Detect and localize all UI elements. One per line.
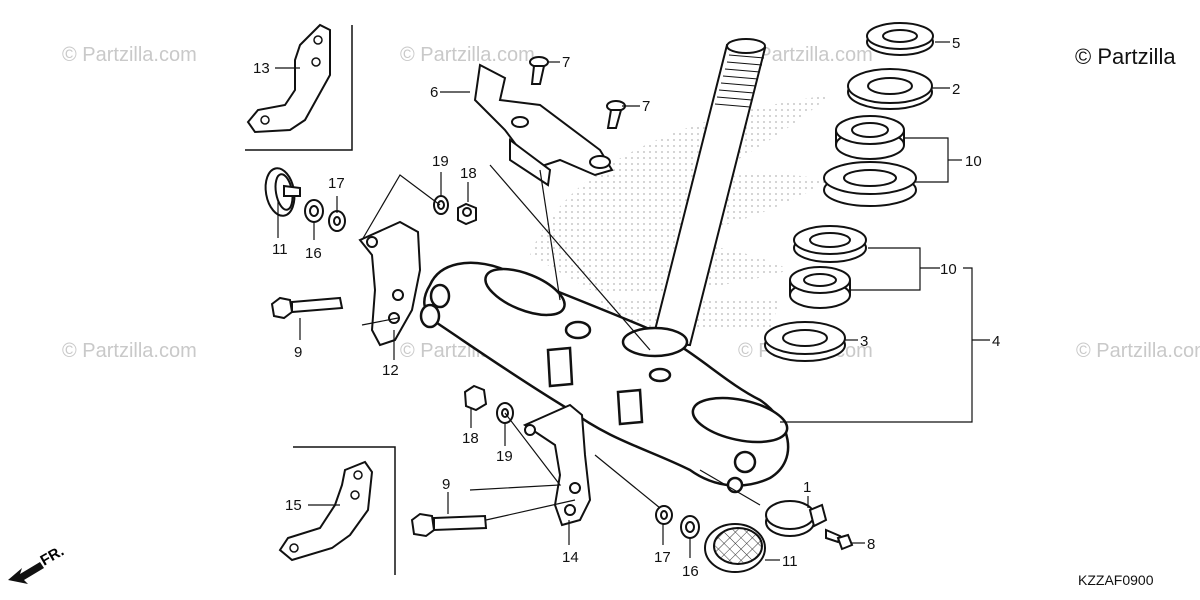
callout-8: 8: [867, 536, 875, 553]
dust-seal-2: [847, 68, 933, 110]
callout-10: 10: [965, 153, 982, 170]
callout-6: 6: [430, 84, 438, 101]
callout-11: 11: [782, 553, 798, 570]
callout-17: 17: [654, 549, 671, 566]
steering-stem-shaft: [650, 38, 767, 347]
callout-3: 3: [860, 333, 868, 350]
lower-triple-clamp: [419, 261, 790, 494]
callout-2: 2: [952, 81, 960, 98]
watermark: © Partzilla.com: [400, 44, 535, 66]
dust-seal-3: [764, 321, 846, 362]
copyright-notice: © Partzilla: [1075, 44, 1176, 69]
callout-19: 19: [432, 153, 449, 170]
callout-16: 16: [682, 563, 699, 580]
callout-19: 19: [496, 448, 513, 465]
callout-11: 11: [272, 241, 288, 258]
diagram-code: KZZAF0900: [1078, 572, 1154, 588]
nut-18-lower: [463, 384, 488, 412]
callout-18: 18: [462, 430, 479, 447]
bearing-upper: [823, 115, 917, 207]
bolt-8: [825, 528, 854, 551]
washer-19-upper: [433, 195, 449, 215]
callout-7: 7: [562, 54, 570, 71]
clamp-1: [765, 500, 828, 537]
leader-lines: [275, 41, 990, 561]
callout-1: 1: [803, 479, 811, 496]
washer-17-lower: [655, 505, 673, 525]
nut-16-lower: [680, 515, 700, 539]
bracket-12: [358, 220, 422, 347]
callout-12: 12: [382, 362, 399, 379]
callout-4: 4: [992, 333, 1000, 350]
callout-10: 10: [940, 261, 957, 278]
watermark: © Partzilla.com: [62, 44, 197, 66]
callout-14: 14: [562, 549, 579, 566]
callout-labels: 5 2 10 10 3 4 6 7 7 13 11 16 17 19 18 9 …: [253, 35, 1000, 580]
wire-guide: [473, 63, 614, 187]
bolt-9-upper: [270, 296, 344, 320]
cap-11-lower: [704, 523, 766, 573]
bolt-9-lower: [410, 512, 488, 538]
callout-15: 15: [285, 497, 302, 514]
callout-5: 5: [952, 35, 960, 52]
callout-9: 9: [442, 476, 450, 493]
callout-13: 13: [253, 60, 270, 77]
callout-17: 17: [328, 175, 345, 192]
callout-18: 18: [460, 165, 477, 182]
nut-18-upper: [457, 202, 477, 226]
cap-11-upper: [264, 167, 301, 217]
callout-7: 7: [642, 98, 650, 115]
bracket-14: [522, 403, 592, 527]
bracket-13: [245, 23, 353, 151]
callout-9: 9: [294, 344, 302, 361]
washer-17-upper: [328, 210, 346, 232]
locknut-5: [866, 22, 934, 56]
bearing-lower: [789, 225, 867, 309]
watermark: © Partzilla.com: [1076, 340, 1200, 362]
nut-16-upper: [304, 199, 324, 223]
front-arrow-icon: FR.: [8, 543, 67, 584]
watermark: © Partzilla.com: [738, 44, 873, 66]
watermark: © Partzilla.com: [62, 340, 197, 362]
callout-16: 16: [305, 245, 322, 262]
